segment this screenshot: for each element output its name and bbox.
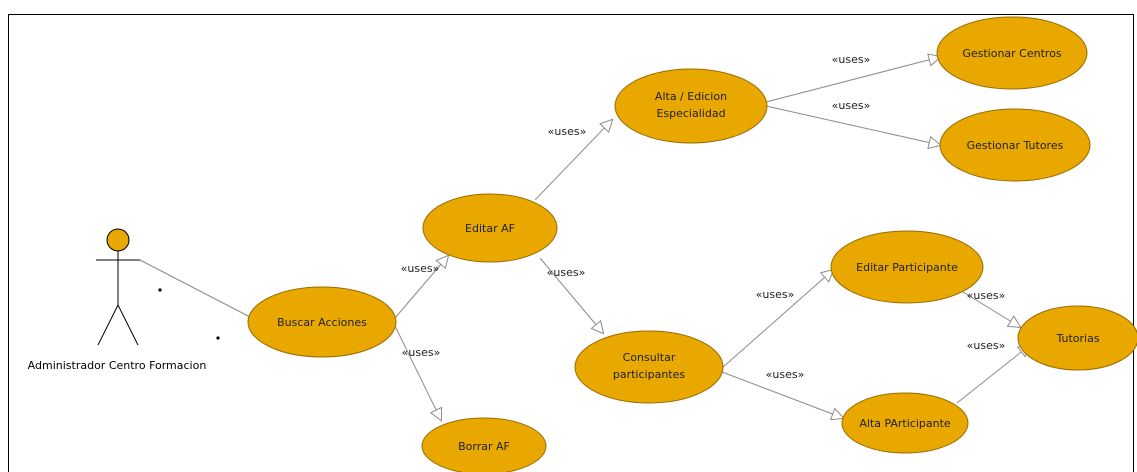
uses-label: «uses» xyxy=(766,368,805,381)
edge-editar-alta xyxy=(534,120,612,201)
usecase-borrar-af[interactable]: Borrar AF xyxy=(421,417,547,472)
uses-label: «uses» xyxy=(967,289,1006,302)
actor-leg-right xyxy=(117,304,139,346)
usecase-tutorias[interactable]: Tutorias xyxy=(1017,305,1137,371)
actor-administrador[interactable]: Administrador Centro Formacion xyxy=(28,228,207,372)
edge-buscar-editar xyxy=(394,256,448,319)
usecase-label-line1: Consultar xyxy=(623,351,676,364)
usecase-label: Editar Participante xyxy=(856,261,958,274)
association-line xyxy=(139,259,253,319)
usecase-gestionar-centros[interactable]: Gestionar Centros xyxy=(936,16,1088,90)
edge-consultar-altapart xyxy=(721,371,843,418)
actor-leg-left xyxy=(97,304,119,346)
edge-alta-tutores xyxy=(765,105,940,145)
uses-label: «uses» xyxy=(401,262,440,275)
edge-altapart-tutorias xyxy=(956,345,1030,404)
usecase-label-line2: Especialidad xyxy=(656,107,725,120)
usecase-label: Gestionar Centros xyxy=(962,47,1062,60)
uses-label: «uses» xyxy=(832,53,871,66)
usecase-label: Gestionar Tutores xyxy=(967,139,1064,152)
usecase-gestionar-tutores[interactable]: Gestionar Tutores xyxy=(939,108,1091,182)
usecase-label: Buscar Acciones xyxy=(277,316,367,329)
uses-label: «uses» xyxy=(547,266,586,279)
uses-label: «uses» xyxy=(548,125,587,138)
actor-head xyxy=(106,228,130,252)
edge-alta-centros xyxy=(765,57,940,103)
edge-buscar-borrar xyxy=(394,325,441,420)
usecase-editar-af[interactable]: Editar AF xyxy=(422,193,558,263)
multiplicity-dot xyxy=(216,336,220,340)
usecase-alta-edicion-especialidad[interactable]: Alta / Edicion Especialidad xyxy=(614,68,768,144)
edge-consultar-editarpart xyxy=(721,270,833,369)
usecase-alta-participante[interactable]: Alta PArticipante xyxy=(841,392,969,454)
actor-label: Administrador Centro Formacion xyxy=(28,359,207,372)
multiplicity-dot xyxy=(158,288,162,292)
usecase-label: Tutorias xyxy=(1055,332,1099,345)
uses-label: «uses» xyxy=(756,288,795,301)
usecase-label-line2: participantes xyxy=(613,368,685,381)
diagram-frame xyxy=(8,14,1134,472)
edge-editar-consultar xyxy=(539,257,603,333)
uses-label: «uses» xyxy=(402,346,441,359)
usecase-consultar-participantes[interactable]: Consultar participantes xyxy=(574,330,724,404)
usecase-label: Editar AF xyxy=(465,222,515,235)
uses-label: «uses» xyxy=(967,339,1006,352)
usecase-label: Borrar AF xyxy=(458,440,510,453)
usecase-label-line1: Alta / Edicion xyxy=(655,90,727,103)
edge-editarpart-tutorias xyxy=(954,286,1020,327)
uses-label: «uses» xyxy=(832,99,871,112)
usecase-label: Alta PArticipante xyxy=(859,417,951,430)
usecase-buscar-acciones[interactable]: Buscar Acciones xyxy=(247,286,397,358)
usecase-editar-participante[interactable]: Editar Participante xyxy=(830,230,984,304)
